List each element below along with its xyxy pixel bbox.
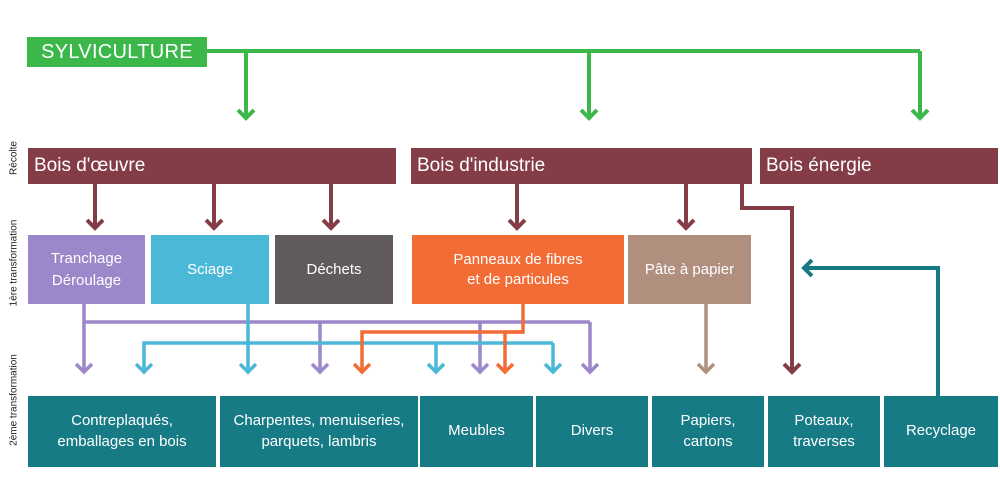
harvest-bois-oeuvre: Bois d'œuvre [28,148,396,184]
first-label: Sciage [187,261,233,278]
arrow-industrie-panneaux-head [507,218,527,231]
harvest-label: Bois énergie [766,155,872,176]
sylviculture-label: SYLVICULTURE [41,40,193,63]
second-papiers-cartons: Papiers, cartons [652,396,764,467]
second-label: Contreplaqués, emballages en bois [57,412,187,450]
first-label: Panneaux de fibres et de particules [453,251,583,288]
first-tranchage-deroulage: Tranchage Déroulage [28,235,145,304]
panneaux-bus [360,304,525,372]
recyclage-return [804,266,940,396]
harvest-bois-energie: Bois énergie [760,148,998,184]
industrie-to-poteaux-head [782,362,802,375]
second-divers: Divers [536,396,648,467]
arrow-panneaux-charpentes-head [352,362,372,375]
second-label: Papiers, cartons [680,412,736,450]
arrow-panneaux-meubles-head [495,362,515,375]
arrow-tranchage-charpentes-head [310,362,330,375]
second-recyclage: Recyclage [884,396,998,467]
harvest-label: Bois d'œuvre [34,155,146,176]
arrow-sylvi-industrie-head [579,108,599,121]
sylviculture-box: SYLVICULTURE [27,37,207,67]
arrow-sylvi-energie-head [910,108,930,121]
arrow-sciage-charpentes-head [238,362,258,375]
arrow-sciage-contreplaques-head [134,362,154,375]
second-label: Charpentes, menuiseries, parquets, lambr… [233,412,405,450]
second-label: Meubles [448,422,505,440]
harvest-label: Bois d'industrie [417,155,546,176]
first-pate-a-papier: Pâte à papier [628,235,751,304]
arrow-tranchage-contreplaques-head [74,362,94,375]
arrow-sciage-divers-head [543,362,563,375]
arrow-sylvi-oeuvre-head [236,108,256,121]
first-sciage: Sciage [151,235,269,304]
first-dechets: Déchets [275,235,393,304]
arrow-pate-papiers-head [696,362,716,375]
second-label: Recyclage [905,422,977,440]
second-contreplaques: Contreplaqués, emballages en bois [28,396,216,467]
harvest-bois-industrie: Bois d'industrie [411,148,752,184]
arrow-sciage-meubles-head [426,362,446,375]
arrow-oeuvre-dechets-head [321,218,341,231]
second-poteaux-traverses: Poteaux, traverses [768,396,880,467]
panneaux-bus-right [503,330,523,372]
first-label: Tranchage Déroulage [50,249,123,289]
second-charpentes: Charpentes, menuiseries, parquets, lambr… [220,396,418,467]
arrow-tranchage-meubles-head [470,362,490,375]
arrow-tranchage-divers-head [580,362,600,375]
first-label: Déchets [306,261,362,278]
first-panneaux: Panneaux de fibres et de particules [412,235,624,304]
sciage-bus [142,304,250,372]
tranchage-bus [82,304,590,324]
arrow-oeuvre-sciage-head [204,218,224,231]
second-label: Poteaux, traverses [793,412,855,450]
industrie-to-poteaux-line [740,184,794,372]
arrow-industrie-pate-head [676,218,696,231]
recyclage-return-head [801,258,814,278]
second-meubles: Meubles [420,396,533,467]
first-label: Pâte à papier [644,261,735,278]
arrow-oeuvre-tranchage-head [85,218,105,231]
second-label: Divers [570,422,614,440]
